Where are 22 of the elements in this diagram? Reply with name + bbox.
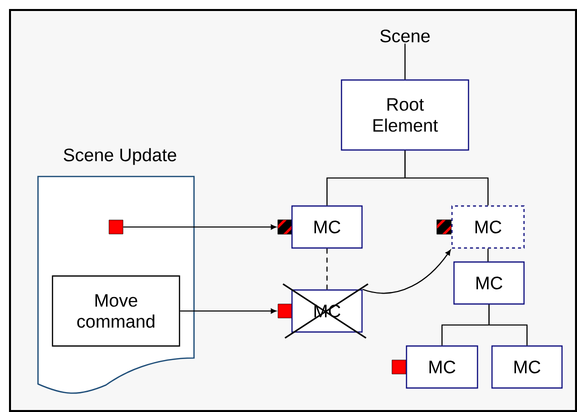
connector	[404, 150, 489, 206]
element-box: MC	[491, 345, 563, 389]
connector	[326, 248, 328, 290]
striped-marker	[436, 220, 452, 234]
element-box: MC	[291, 205, 363, 249]
connector	[488, 304, 528, 346]
connector	[487, 248, 489, 262]
element-box: Root Element	[340, 79, 470, 151]
node-label: Scene	[380, 30, 430, 42]
element-box: MC	[451, 205, 525, 249]
connector	[404, 44, 406, 80]
document-title: Scene Update	[64, 148, 176, 165]
connector	[123, 224, 276, 230]
striped-marker	[278, 220, 292, 234]
connector	[362, 250, 451, 294]
command-box: Move command	[52, 275, 180, 347]
marker-square	[278, 304, 292, 318]
marker-square	[108, 220, 124, 234]
connector	[180, 308, 276, 314]
element-box: MC	[406, 345, 478, 389]
marker-square	[392, 360, 406, 374]
element-box: MC	[453, 261, 525, 305]
